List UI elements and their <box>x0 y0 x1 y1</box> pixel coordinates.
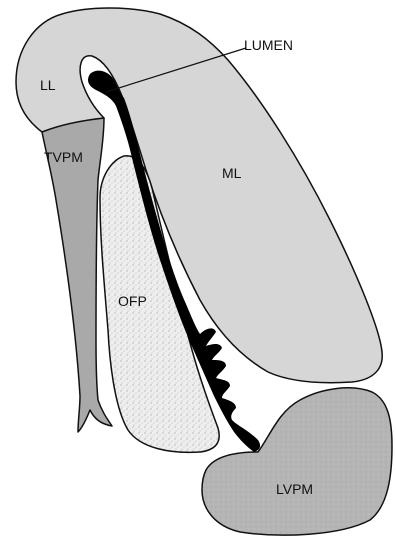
label-ml: ML <box>222 165 242 181</box>
label-ll: LL <box>40 77 56 93</box>
label-lvpm: LVPM <box>276 481 313 497</box>
label-lumen: LUMEN <box>244 37 293 53</box>
tvpm-region <box>42 118 112 432</box>
label-tvpm: TVPM <box>44 149 83 165</box>
label-ofp: OFP <box>118 293 147 309</box>
